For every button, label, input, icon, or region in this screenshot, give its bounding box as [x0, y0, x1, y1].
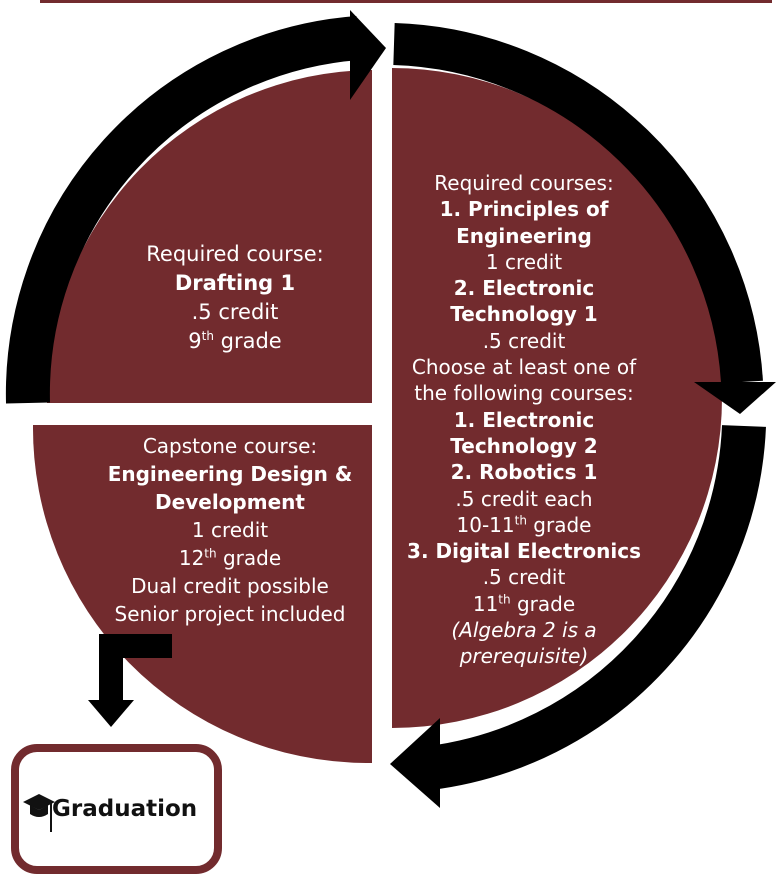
- arrow-head-bottom: [390, 718, 440, 808]
- grade-text: 12th grade: [178, 546, 282, 570]
- course-principles-line1: 1. Principles of: [439, 197, 609, 222]
- choose-text-line1: Choose at least one of: [411, 355, 637, 380]
- arrow-head-graduation: [88, 700, 134, 727]
- grade-text: 11th grade: [472, 591, 576, 616]
- graduation-label: Graduation: [52, 796, 198, 822]
- quadrant-top-left: [46, 70, 373, 403]
- senior-project-text: Senior project included: [114, 602, 346, 626]
- course-electronic-tech-2-line2: Technology 2: [450, 433, 598, 458]
- course-drafting-1: Drafting 1: [174, 271, 296, 295]
- arrow-head-top: [350, 10, 386, 100]
- quadrant-right: [392, 68, 722, 728]
- course-engineering-design-line2: Development: [155, 490, 305, 514]
- credit-text: .5 credit: [482, 328, 566, 353]
- course-electronic-tech-1-line1: 2. Electronic: [453, 276, 595, 301]
- course-digital-electronics: 3. Digital Electronics: [407, 539, 641, 564]
- credit-text: 1 credit: [191, 518, 269, 542]
- course-engineering-design-line1: Engineering Design &: [107, 462, 353, 486]
- credit-text: .5 credit: [191, 300, 279, 324]
- prerequisite-note-line1: (Algebra 2 is a: [451, 618, 597, 643]
- required-course-heading: Required course:: [146, 242, 324, 266]
- required-courses-heading: Required courses:: [434, 171, 614, 195]
- arrow-arc-right-bottom: [427, 425, 766, 790]
- choose-text-line2: the following courses:: [414, 381, 634, 406]
- course-robotics-1: 2. Robotics 1: [450, 460, 598, 485]
- quadrant-bottom-left: [32, 425, 373, 763]
- arrow-to-graduation: [99, 634, 172, 700]
- course-electronic-tech-1-line2: Technology 1: [450, 302, 598, 327]
- credit-each-text: .5 credit each: [455, 486, 593, 511]
- prerequisite-note-line2: prerequisite): [459, 644, 589, 669]
- quadrant-top-left-text: Required course: Drafting 1 .5 credit 9t…: [100, 240, 370, 356]
- grade-text: 10-11th grade: [456, 512, 592, 537]
- course-electronic-tech-2-line1: 1. Electronic: [453, 407, 595, 432]
- arrow-arc-left: [5, 16, 360, 404]
- capstone-heading: Capstone course:: [142, 434, 318, 458]
- credit-text: .5 credit: [482, 565, 566, 590]
- graduation-box: Graduation: [11, 744, 222, 874]
- dual-credit-text: Dual credit possible: [131, 574, 329, 598]
- credit-text: 1 credit: [485, 249, 563, 274]
- grade-text: 9th grade: [188, 329, 282, 353]
- top-bar: [40, 0, 772, 3]
- arrow-head-right: [694, 382, 776, 414]
- graduation-cap-icon: [23, 794, 55, 832]
- arrow-arc-right-top: [393, 23, 763, 384]
- course-principles-line2: Engineering: [456, 223, 592, 248]
- quadrant-bottom-left-text: Capstone course: Engineering Design & De…: [86, 432, 374, 628]
- quadrant-right-text: Required courses: 1. Principles of Engin…: [392, 170, 656, 670]
